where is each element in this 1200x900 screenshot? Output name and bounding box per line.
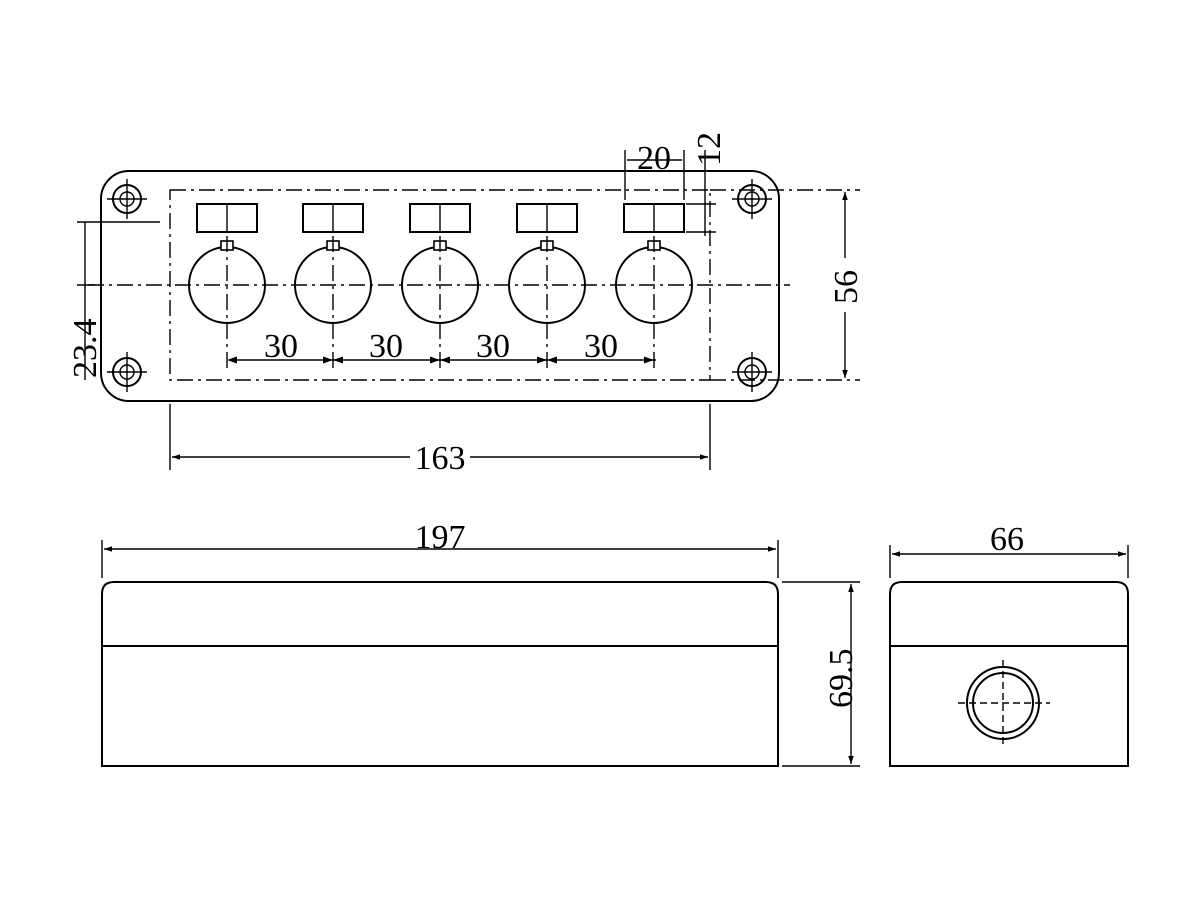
dim-arrow	[227, 356, 237, 364]
front-view-outline	[101, 581, 779, 767]
mounting-holes	[107, 179, 772, 392]
mounting-hole	[107, 352, 147, 392]
side-view: 66	[889, 521, 1129, 767]
dim-30-label-3: 30	[476, 328, 510, 365]
dim-56-label-bg	[828, 258, 864, 312]
dim-arrow	[644, 356, 654, 364]
dim-arrow	[323, 356, 333, 364]
dim-163-label: 163	[415, 440, 466, 477]
mounting-hole	[732, 352, 772, 392]
dim-arrow	[547, 356, 557, 364]
button-stations	[188, 203, 693, 368]
dim-30-label-4: 30	[584, 328, 618, 365]
button-station	[508, 203, 586, 368]
dim-66-label: 66	[990, 521, 1024, 558]
dim-23-4-label: 23.4	[67, 319, 104, 379]
front-view: 197 69.5	[101, 519, 860, 767]
dim-197-label: 197	[415, 519, 466, 556]
side-view-outline	[889, 581, 1129, 767]
mounting-hole	[732, 179, 772, 219]
button-station	[615, 203, 693, 368]
button-station	[401, 203, 479, 368]
dim-30-label-1: 30	[264, 328, 298, 365]
dim-69-5-label: 69.5	[823, 649, 860, 709]
dim-arrow	[333, 356, 343, 364]
dim-20-label: 20	[637, 140, 671, 177]
dim-12-label: 12	[691, 132, 728, 166]
button-station	[294, 203, 372, 368]
dim-56-label: 56	[828, 270, 865, 304]
mounting-hole	[107, 179, 147, 219]
top-view: 23.4 163 56 20 12 30 30 30 30	[67, 132, 865, 477]
top-view-outline	[100, 170, 780, 402]
button-station	[188, 203, 266, 368]
button-pitch-dimensions: 30 30 30 30	[227, 328, 656, 365]
dim-arrow	[537, 356, 547, 364]
dim-30-label-2: 30	[369, 328, 403, 365]
dim-arrow	[440, 356, 450, 364]
dim-arrow	[430, 356, 440, 364]
